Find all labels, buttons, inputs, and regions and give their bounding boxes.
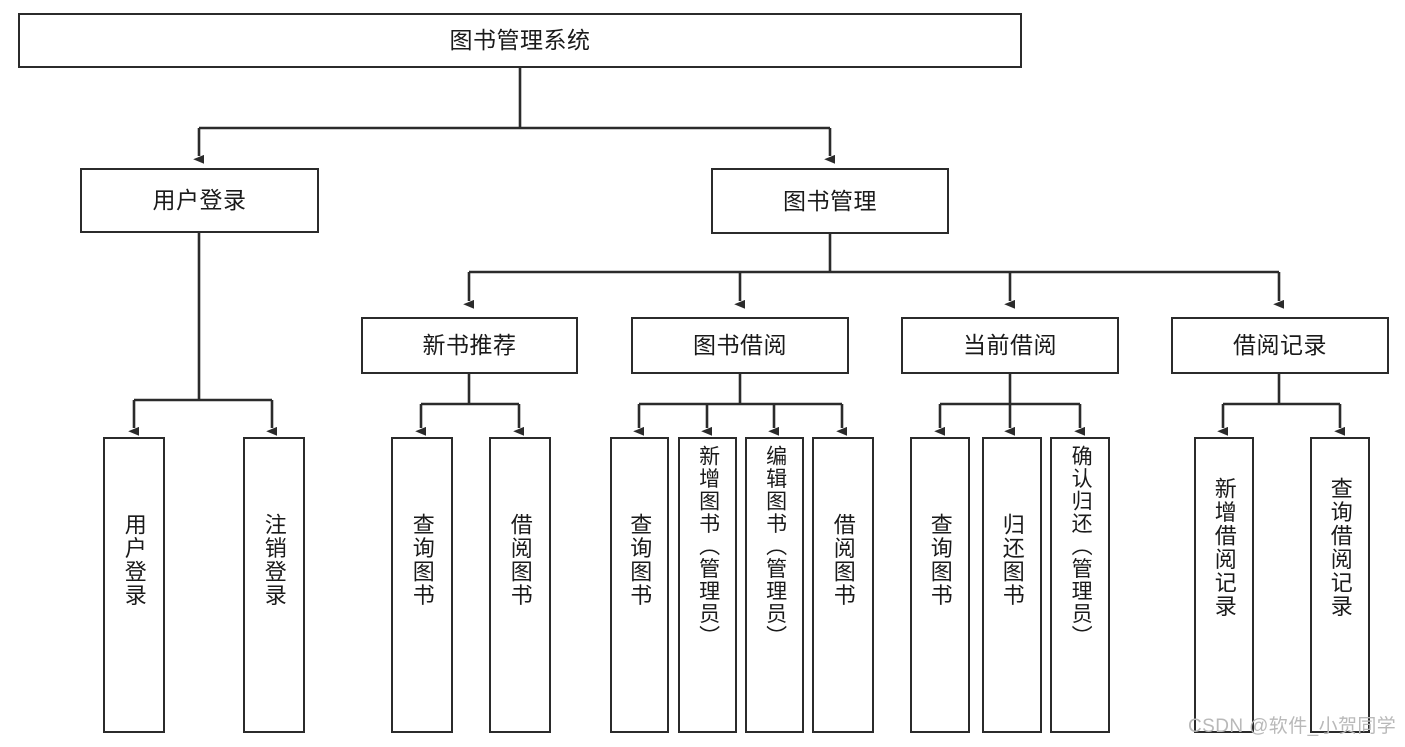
node-leaf-confirm-return-admin[interactable]: 确认归还（管理员）	[1050, 437, 1110, 733]
node-leaf-add-borrow-record[interactable]: 新增借阅记录	[1194, 437, 1254, 733]
node-book-borrow[interactable]: 图书借阅	[631, 317, 849, 374]
node-label: 用户登录	[121, 513, 147, 607]
node-new-book-recommend[interactable]: 新书推荐	[361, 317, 578, 374]
node-leaf-query-book-current[interactable]: 查询图书	[910, 437, 970, 733]
node-label: 注销登录	[261, 513, 287, 607]
node-leaf-user-login[interactable]: 用户登录	[103, 437, 165, 733]
node-label: 图书借阅	[693, 332, 787, 359]
node-label: 归还图书	[999, 513, 1025, 607]
csdn-watermark: CSDN @软件_小贺同学	[1188, 716, 1397, 737]
node-label: 借阅图书	[507, 513, 533, 607]
node-label: 查询图书	[409, 513, 435, 607]
node-leaf-borrow-book[interactable]: 借阅图书	[812, 437, 874, 733]
node-current-borrow[interactable]: 当前借阅	[901, 317, 1119, 374]
node-label: 查询图书	[627, 513, 653, 607]
node-leaf-query-book-recommend[interactable]: 查询图书	[391, 437, 453, 733]
node-leaf-borrow-book-recommend[interactable]: 借阅图书	[489, 437, 551, 733]
node-book-management[interactable]: 图书管理	[711, 168, 949, 234]
node-leaf-add-book-admin[interactable]: 新增图书（管理员）	[678, 437, 737, 733]
node-leaf-edit-book-admin[interactable]: 编辑图书（管理员）	[745, 437, 804, 733]
node-user-login[interactable]: 用户登录	[80, 168, 319, 233]
node-label: 查询图书	[927, 513, 953, 607]
node-root-book-management-system[interactable]: 图书管理系统	[18, 13, 1022, 68]
node-label: 新增图书（管理员）	[696, 445, 720, 648]
node-borrow-record[interactable]: 借阅记录	[1171, 317, 1389, 374]
node-label: 借阅记录	[1233, 332, 1327, 359]
node-label: 借阅图书	[830, 513, 856, 607]
node-leaf-query-borrow-record[interactable]: 查询借阅记录	[1310, 437, 1370, 733]
node-label: 确认归还（管理员）	[1069, 445, 1093, 648]
node-label: 用户登录	[152, 187, 247, 214]
node-label: 新增借阅记录	[1211, 477, 1237, 618]
node-label: 图书管理系统	[449, 27, 591, 54]
node-label: 查询借阅记录	[1327, 477, 1353, 618]
node-label: 当前借阅	[963, 332, 1057, 359]
node-leaf-logout-login[interactable]: 注销登录	[243, 437, 305, 733]
node-label: 图书管理	[783, 187, 877, 214]
node-leaf-return-book[interactable]: 归还图书	[982, 437, 1042, 733]
node-leaf-query-book-borrow[interactable]: 查询图书	[610, 437, 669, 733]
node-label: 新书推荐	[422, 332, 517, 359]
node-label: 编辑图书（管理员）	[763, 445, 787, 648]
